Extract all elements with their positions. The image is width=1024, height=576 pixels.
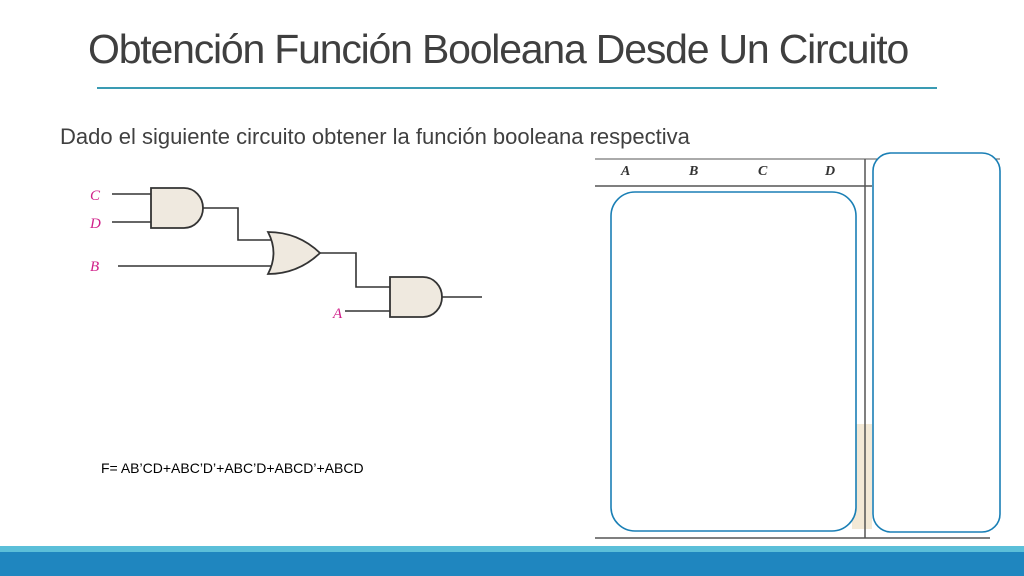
table-shaded-area (852, 424, 872, 529)
slide-title: Obtención Función Booleana Desde Un Circ… (88, 26, 909, 72)
and-gate-1 (150, 187, 204, 229)
footer-accent-bar (0, 546, 1024, 552)
inputs-highlight-box (610, 191, 857, 532)
input-label-b: B (90, 259, 99, 275)
logic-circuit-diagram: C D B A (89, 187, 482, 322)
table-header-a: A (620, 164, 630, 179)
table-header-d: D (824, 164, 835, 179)
footer-bar (0, 552, 1024, 576)
input-label-d: D (89, 216, 101, 232)
input-label-a: A (332, 306, 343, 322)
table-header-c: C (758, 164, 768, 179)
and-gate-2 (389, 276, 443, 318)
output-highlight-box (872, 152, 1001, 533)
or-gate (266, 231, 322, 275)
boolean-function-formula: F= AB’CD+ABC’D’+ABC’D+ABCD’+ABCD (101, 460, 364, 476)
table-header-b: B (688, 164, 698, 179)
slide-subtitle: Dado el siguiente circuito obtener la fu… (60, 124, 690, 149)
input-label-c: C (90, 188, 101, 204)
truth-table: A B C D (595, 152, 1001, 539)
circuit-wires (112, 193, 482, 312)
title-underline (97, 87, 937, 89)
